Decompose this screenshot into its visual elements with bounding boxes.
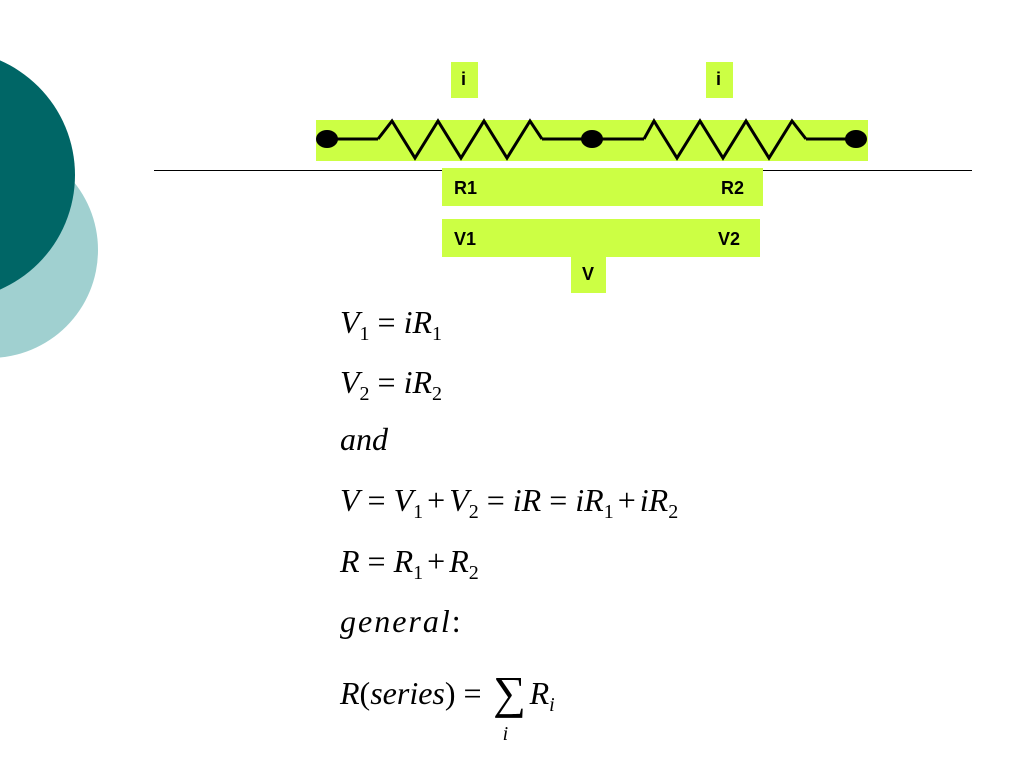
current-label-text: i	[461, 69, 467, 89]
voltage-2-label: V2	[718, 229, 741, 249]
current-label-right: i	[706, 62, 733, 98]
series-circuit-diagram	[316, 118, 868, 161]
total-voltage-text: V	[582, 264, 595, 284]
dark-teal-circle	[0, 60, 75, 290]
equation-general: general:	[340, 603, 461, 639]
node-middle	[581, 130, 603, 148]
voltage-labels-bar: V1 V2	[442, 219, 760, 257]
equation-v1: V1=iR1	[340, 304, 443, 345]
current-label-left: i	[451, 62, 478, 98]
resistor-1-label: R1	[454, 178, 478, 198]
decorative-circles	[0, 60, 98, 358]
equation-total-resistance: R=R1+R2	[340, 543, 479, 584]
equation-v2: V2=iR2	[340, 364, 443, 405]
resistor-labels-bar: R1 R2	[442, 168, 763, 206]
resistor-2-label: R2	[721, 178, 745, 198]
resistor-r2	[642, 118, 808, 161]
equation-and: and	[340, 421, 388, 457]
total-voltage-label: V	[571, 257, 606, 293]
current-label-text: i	[716, 69, 722, 89]
voltage-1-label: V1	[454, 229, 477, 249]
summation-symbol: ∑i	[493, 667, 526, 745]
equation-total-voltage: V=V1+V2=iR=iR1+iR2	[340, 482, 679, 523]
node-left	[316, 130, 338, 148]
node-right	[845, 130, 867, 148]
resistor-r1	[376, 118, 544, 161]
